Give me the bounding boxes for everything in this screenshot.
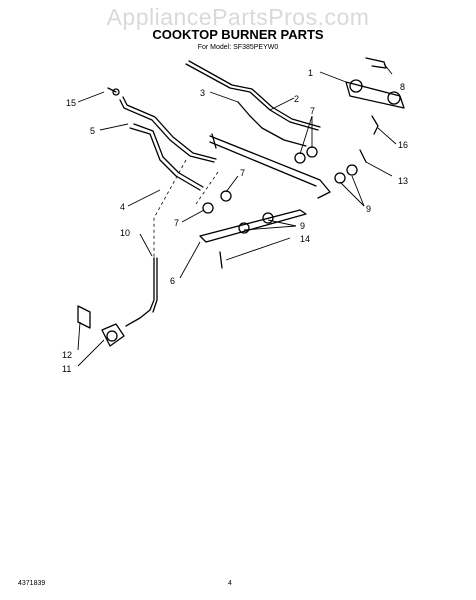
callout-3: 3 bbox=[200, 88, 205, 98]
callout-15: 15 bbox=[66, 98, 76, 108]
callout-14: 14 bbox=[300, 234, 310, 244]
page-number: 4 bbox=[228, 580, 232, 587]
callout-10: 10 bbox=[120, 228, 130, 238]
watermark: AppliancePartsPros.com bbox=[106, 4, 370, 30]
callout-11: 11 bbox=[62, 364, 71, 374]
callout-8: 8 bbox=[400, 82, 405, 92]
page-title: COOKTOP BURNER PARTS bbox=[152, 27, 324, 42]
callout-4: 4 bbox=[120, 202, 125, 212]
callout-6: 6 bbox=[170, 276, 175, 286]
callout-13: 13 bbox=[398, 176, 408, 186]
callout-2: 2 bbox=[294, 94, 299, 104]
callout-7a: 7 bbox=[310, 106, 315, 116]
document-number: 4371839 bbox=[18, 580, 46, 587]
callout-16: 16 bbox=[398, 140, 408, 150]
callout-1: 1 bbox=[308, 68, 313, 78]
callout-7b: 7 bbox=[240, 168, 245, 178]
callout-5: 5 bbox=[90, 126, 95, 136]
model-subtitle: For Model: SF385PEYW0 bbox=[197, 44, 279, 51]
callout-9a: 9 bbox=[366, 204, 371, 214]
callout-9b: 9 bbox=[300, 221, 305, 231]
callout-12: 12 bbox=[62, 350, 72, 360]
callout-7c: 7 bbox=[174, 218, 179, 228]
